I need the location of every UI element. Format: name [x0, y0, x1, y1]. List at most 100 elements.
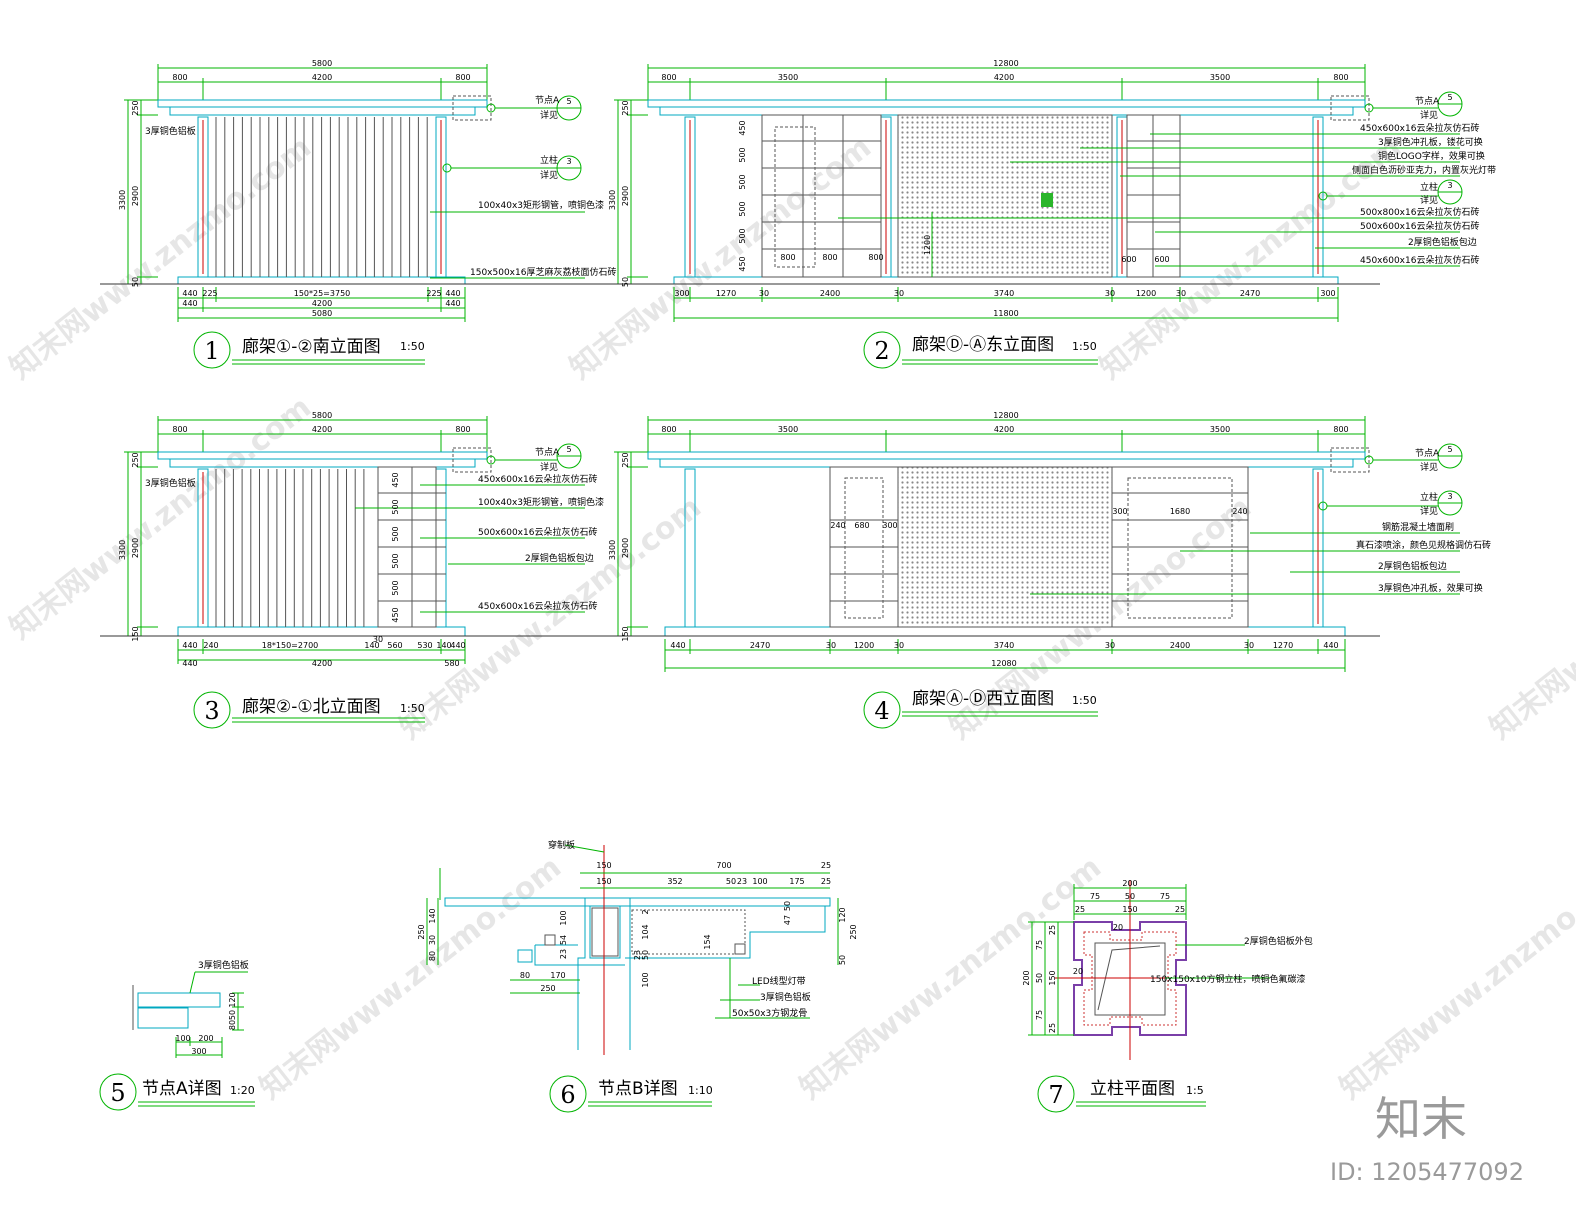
dim-text: 800	[455, 425, 470, 434]
dim-text: 800	[661, 73, 676, 82]
note-text: 铜色LOGO字样，效果可换	[1378, 150, 1485, 162]
dim-text: 25	[1048, 1023, 1057, 1033]
dim-text: 1680	[1170, 507, 1190, 516]
dim-text: 800	[455, 73, 470, 82]
watermark-group: 知末网www.znzmo.com 知末网www.znzmo.com 知末网www…	[3, 130, 1576, 1107]
dim-text: 3500	[1210, 73, 1230, 82]
dim-text: 500	[391, 553, 400, 568]
dim-text: 450	[391, 472, 400, 487]
drawing-7-column-plan	[1028, 880, 1270, 1060]
callout-number: 5	[566, 445, 571, 454]
note-text: 100x40x3矩形钢管，喷铜色漆	[478, 496, 604, 508]
dim-text: 140	[436, 641, 451, 650]
dim-text: 120	[838, 907, 847, 922]
dim-text: 800	[172, 425, 187, 434]
drawing-5-labels: 3厚铜色铝板 120 50 80 100 200 300	[175, 959, 248, 1056]
dim-text: 20	[1073, 967, 1083, 976]
drawing-title: 廊架②-①北立面图	[242, 697, 381, 717]
dim-text: 800	[822, 253, 837, 262]
drawing-4-labels: 12800 800 3500 4200 3500 800 3300 250 29…	[608, 411, 1491, 668]
dim-text: 23	[559, 949, 568, 959]
dim-text: 440	[182, 299, 197, 308]
dim-text: 440	[450, 641, 465, 650]
dim-text: 80	[228, 1020, 237, 1030]
drawing-number: 3	[204, 697, 219, 725]
dim-text: 1200	[854, 641, 874, 650]
dim-text: 500	[391, 499, 400, 514]
dim-text: 250	[417, 924, 426, 939]
dim-text: 12800	[993, 411, 1018, 420]
dim-text: 440	[445, 299, 460, 308]
note-text: LED线型灯带	[752, 975, 806, 987]
dim-text: 2470	[1240, 289, 1260, 298]
note-text: 详见	[540, 109, 558, 121]
dim-text: 300	[1320, 289, 1335, 298]
callout-number: 3	[1447, 492, 1452, 501]
dim-text: 25	[1175, 905, 1185, 914]
dim-text: 75	[1035, 1010, 1044, 1020]
dim-text: 50	[726, 877, 736, 886]
dim-text: 50	[1125, 892, 1135, 901]
note-text: 详见	[1420, 505, 1438, 517]
dim-text: 80	[520, 971, 530, 980]
dim-text: 140	[364, 641, 379, 650]
dim-text: 47	[783, 915, 792, 925]
dim-text: 240	[830, 521, 845, 530]
dim-text: 500	[391, 580, 400, 595]
drawing-number: 2	[874, 337, 889, 365]
dim-text: 500	[738, 201, 747, 216]
dim-text: 3740	[994, 289, 1014, 298]
drawing-number: 6	[560, 1081, 575, 1109]
drawing-scale: 1:50	[1072, 694, 1097, 707]
dim-text: 170	[550, 971, 565, 980]
dim-text: 3300	[118, 190, 127, 210]
dim-text: 104	[641, 924, 650, 939]
drawing-number: 5	[110, 1079, 125, 1107]
note-text: 详见	[1420, 109, 1438, 121]
note-text: 节点A	[1415, 96, 1440, 107]
dim-text: 440	[445, 289, 460, 298]
note-text: 2厚铜色铝板包边	[1408, 236, 1477, 248]
note-text: 节点A	[535, 447, 560, 458]
dim-text: 250	[621, 100, 630, 115]
dim-text: 175	[789, 877, 804, 886]
dim-text: 1270	[716, 289, 736, 298]
dim-text: 150	[596, 861, 611, 870]
brand-logo: 知末	[1375, 1092, 1467, 1146]
drawing-2-labels: 12800 800 3500 4200 3500 800 3300 250 29…	[608, 59, 1496, 318]
dim-text: 250	[621, 452, 630, 467]
note-text: 450x600x16云朵拉灰仿石砖	[1360, 122, 1479, 134]
drawing-title: 廊架Ⓓ-Ⓐ东立面图	[912, 335, 1054, 355]
dim-text: 600	[1121, 255, 1136, 264]
note-text: 详见	[540, 461, 558, 473]
callout-number: 3	[566, 157, 571, 166]
dim-text: 3300	[608, 540, 617, 560]
dim-text: 30	[1176, 289, 1186, 298]
dim-text: 800	[1333, 425, 1348, 434]
dim-text: 4200	[312, 425, 332, 434]
dim-text: 4200	[312, 73, 332, 82]
dim-text: 150	[1122, 905, 1137, 914]
drawing-scale: 1:10	[688, 1084, 713, 1097]
dim-text: 4200	[312, 659, 332, 668]
drawing-7-labels: 200 75 50 75 25 150 25 200 75 50 75 25 1…	[1022, 879, 1313, 1033]
dim-text: 300	[1112, 507, 1127, 516]
dim-text: 300	[882, 521, 897, 530]
dim-text: 54	[559, 935, 568, 945]
dim-text: 20	[1113, 923, 1123, 932]
dim-text: 250	[131, 100, 140, 115]
dim-text: 30	[428, 935, 437, 945]
dim-text: 200	[198, 1034, 213, 1043]
dim-text: 500	[738, 228, 747, 243]
note-text: 450x600x16云朵拉灰仿石砖	[478, 473, 597, 485]
dim-text: 1270	[1273, 641, 1293, 650]
logo-mark	[1041, 193, 1053, 207]
callout-number: 5	[566, 97, 571, 106]
note-text: 立柱	[540, 154, 558, 166]
dim-text: 440	[182, 289, 197, 298]
dim-text: 12080	[991, 659, 1016, 668]
note-text: 钢筋混凝土墙面刷	[1382, 521, 1454, 533]
note-text: 2厚铜色铝板外包	[1244, 935, 1313, 947]
dim-text: 50	[838, 955, 847, 965]
